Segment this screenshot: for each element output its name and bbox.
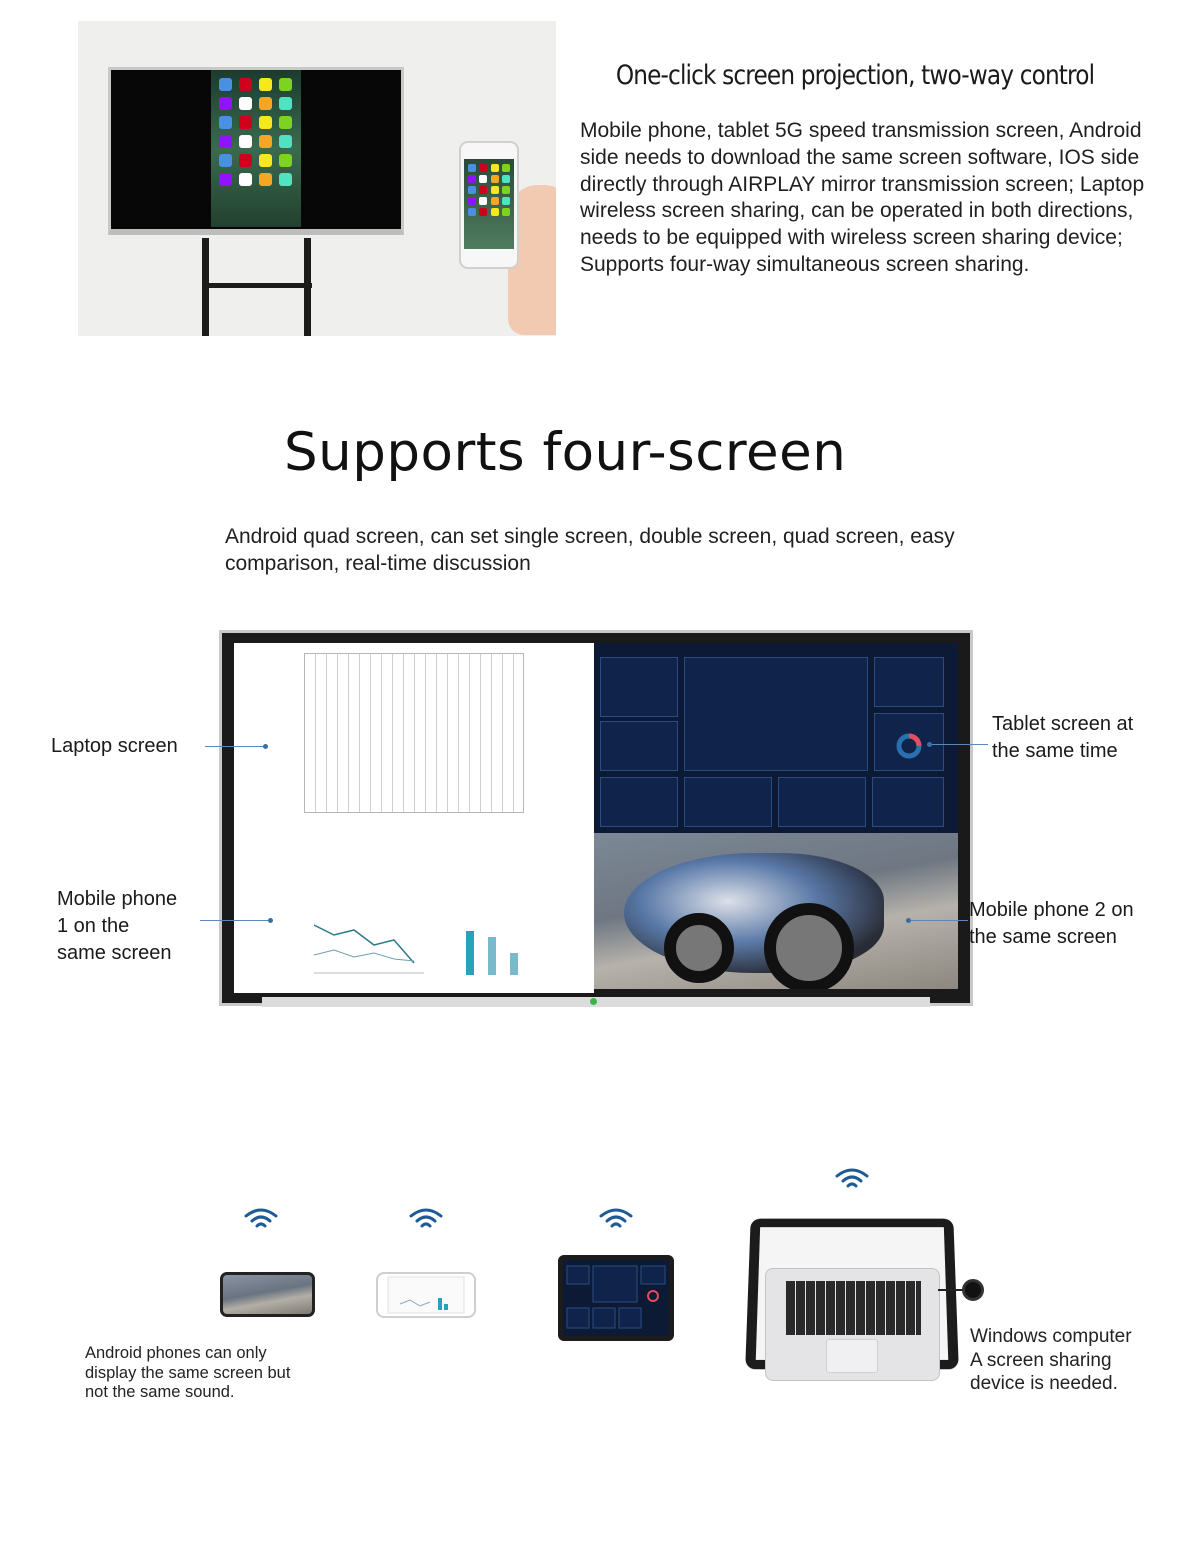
- app-icon: [239, 116, 252, 129]
- motorcycle-photo-quadrant: [594, 833, 958, 989]
- mirrored-phone-screen: [211, 70, 301, 227]
- power-indicator: [590, 998, 597, 1005]
- callout-dot: [906, 918, 911, 923]
- app-icon: [259, 97, 272, 110]
- app-icon: [259, 173, 272, 186]
- building-sketch: [304, 653, 524, 813]
- app-icon: [501, 175, 510, 183]
- app-icon: [479, 208, 488, 216]
- app-icon: [490, 197, 499, 205]
- callout-dot: [263, 744, 268, 749]
- wifi-icon: [244, 1208, 278, 1228]
- app-icon: [479, 164, 488, 172]
- app-icon: [279, 97, 292, 110]
- app-icon: [468, 186, 476, 194]
- dongle-icon: [962, 1279, 984, 1301]
- app-icon: [219, 78, 232, 91]
- android-phone-icon: [220, 1272, 315, 1317]
- app-icon: [279, 135, 292, 148]
- wifi-icon: [835, 1168, 869, 1188]
- phone-icon: [459, 141, 519, 269]
- app-icon: [219, 173, 232, 186]
- tv-display-illustration: [108, 67, 404, 235]
- callout-dot: [927, 742, 932, 747]
- donut-chart-icon: [896, 733, 922, 759]
- app-icon: [279, 173, 292, 186]
- iphone-icon: [376, 1272, 476, 1318]
- app-icon: [468, 208, 476, 216]
- app-icon: [279, 116, 292, 129]
- app-icon: [490, 175, 499, 183]
- tablet-icon: [558, 1255, 674, 1341]
- app-icon: [501, 186, 510, 194]
- app-icon: [490, 164, 499, 172]
- tv-stand-bar: [202, 283, 312, 288]
- laptop-keyboard-base: [765, 1268, 940, 1381]
- app-icon: [468, 175, 476, 183]
- app-icon: [219, 154, 232, 167]
- app-icon: [219, 135, 232, 148]
- line-chart-thumbnail: [314, 924, 424, 974]
- callout-line: [930, 744, 988, 745]
- app-icon: [259, 116, 272, 129]
- callout-dot: [268, 918, 273, 923]
- tablet-dashboard-quadrant: [594, 643, 958, 833]
- dongle-cable: [938, 1289, 964, 1291]
- section-description: Mobile phone, tablet 5G speed transmissi…: [580, 119, 1145, 276]
- wifi-icon: [409, 1208, 443, 1228]
- app-icon: [259, 154, 272, 167]
- callout-tablet-screen: Tablet screen at the same time: [992, 713, 1134, 762]
- bar-chart-thumbnail: [464, 919, 534, 975]
- four-screen-heading: Supports four-screen: [284, 422, 847, 483]
- app-icon: [219, 116, 232, 129]
- app-icon: [479, 186, 488, 194]
- four-screen-description: Android quad screen, can set single scre…: [225, 525, 955, 575]
- callout-line: [200, 920, 270, 921]
- app-icon: [479, 175, 488, 183]
- wifi-icon: [599, 1208, 633, 1228]
- app-icon: [479, 197, 488, 205]
- interactive-panel-illustration: [219, 630, 973, 1007]
- callout-line: [910, 920, 968, 921]
- app-icon: [239, 135, 252, 148]
- app-icon: [279, 78, 292, 91]
- app-icon: [468, 164, 476, 172]
- callout-mobile-phone-1: Mobile phone 1 on the same screen: [57, 888, 178, 964]
- app-icon: [468, 197, 476, 205]
- windows-note: Windows computer A screen sharing device…: [970, 1326, 1132, 1394]
- callout-laptop-screen: Laptop screen: [51, 735, 178, 757]
- callout-line: [205, 746, 265, 747]
- app-icon: [501, 208, 510, 216]
- app-icon: [239, 78, 252, 91]
- laptop-quadrant: [234, 643, 594, 993]
- section-title: One-click screen projection, two-way con…: [615, 60, 1095, 91]
- app-icon: [501, 164, 510, 172]
- hero-product-photo: [78, 21, 556, 336]
- app-icon: [239, 154, 252, 167]
- app-icon: [239, 173, 252, 186]
- app-icon: [259, 78, 272, 91]
- app-icon: [219, 97, 232, 110]
- app-icon: [259, 135, 272, 148]
- callout-mobile-phone-2: Mobile phone 2 on the same screen: [969, 899, 1134, 948]
- app-icon: [239, 97, 252, 110]
- app-icon: [501, 197, 510, 205]
- android-note: Android phones can only display the same…: [85, 1344, 291, 1401]
- app-icon: [490, 186, 499, 194]
- app-icon: [490, 208, 499, 216]
- app-icon: [279, 154, 292, 167]
